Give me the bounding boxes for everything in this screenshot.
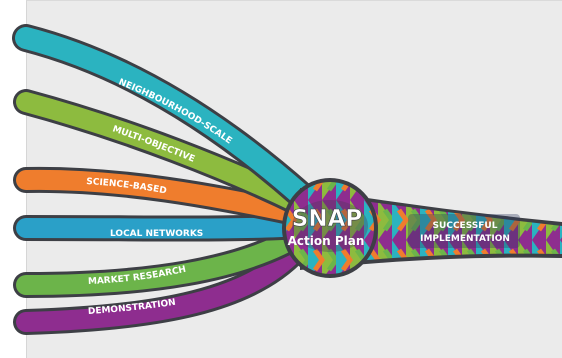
outcome-line-2: IMPLEMENTATION [420, 234, 510, 244]
strand-market-research: MARKET RESEARCH [13, 223, 311, 298]
central-knot: SNAP Action Plan [282, 178, 378, 278]
snap-subtitle: Action Plan [288, 234, 365, 248]
outcome-line-1: SUCCESSFUL [433, 221, 498, 231]
snap-title: SNAP [292, 206, 362, 232]
strand-label-local-networks: LOCAL NETWORKS [110, 229, 203, 239]
strand-neighbourhood-scale: NEIGHBOURHOOD-SCALE [12, 24, 316, 210]
strand-local-networks: LOCAL NETWORKS [13, 213, 313, 242]
strand-science-based: SCIENCE-BASED [13, 166, 313, 227]
